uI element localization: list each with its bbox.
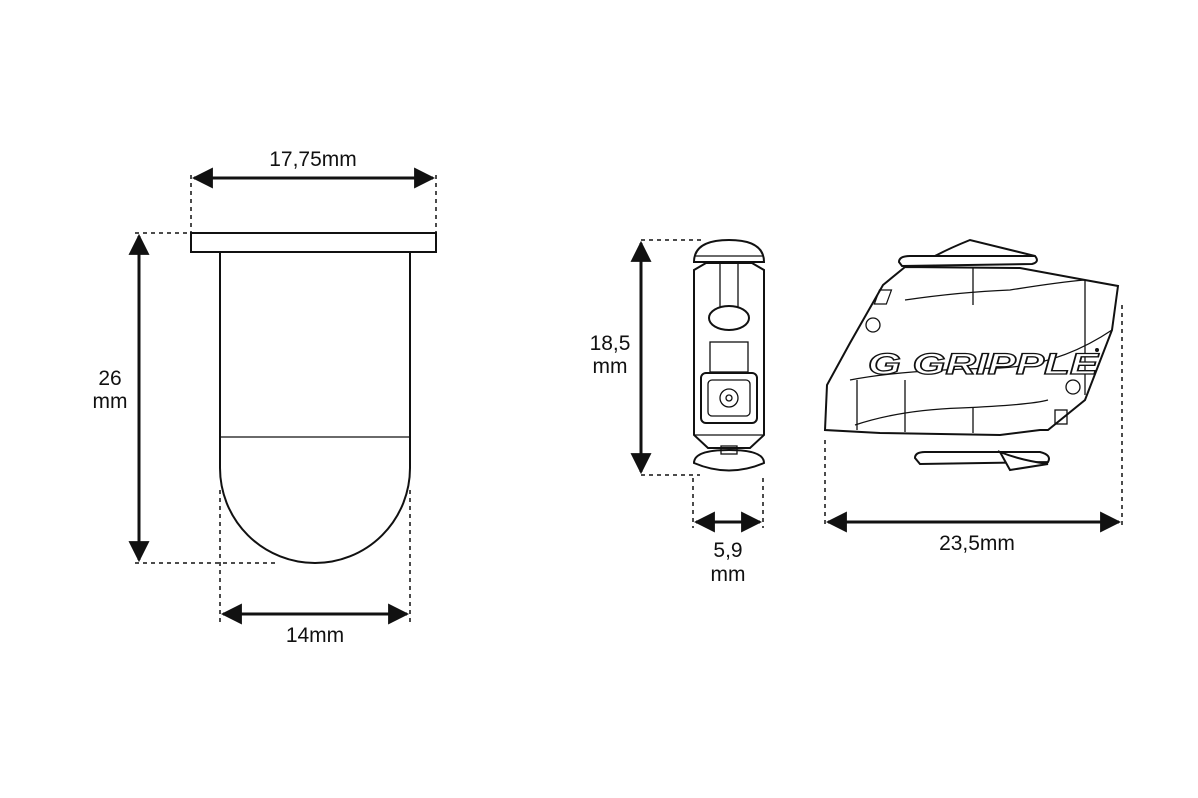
side-width-value: 5,9 [713,539,742,562]
cap-top-width-label: 17,75mm [269,148,357,171]
side-width-dimension: 5,9 mm [692,478,764,586]
side-height-value: 18,5 [590,332,631,355]
side-width-unit: mm [711,563,746,586]
side-height-dimension: 18,5 mm [590,239,704,476]
cap-bottom-dimension: 14mm [219,490,411,647]
cap-part [190,232,437,564]
gripple-side-view [692,238,766,472]
cap-height-dimension: 26 mm [93,232,278,564]
gripple-front-view: G GRIPPLE [823,238,1120,472]
cap-height-unit: mm [93,390,128,413]
gripple-logo: G GRIPPLE [868,348,1099,381]
cap-bottom-width-label: 14mm [286,624,344,647]
cap-height-value: 26 [98,367,121,390]
front-width-dimension: 23,5mm [824,305,1123,555]
front-width-label: 23,5mm [939,532,1015,555]
side-height-unit: mm [593,355,628,378]
cap-top-dimension: 17,75mm [190,148,437,233]
